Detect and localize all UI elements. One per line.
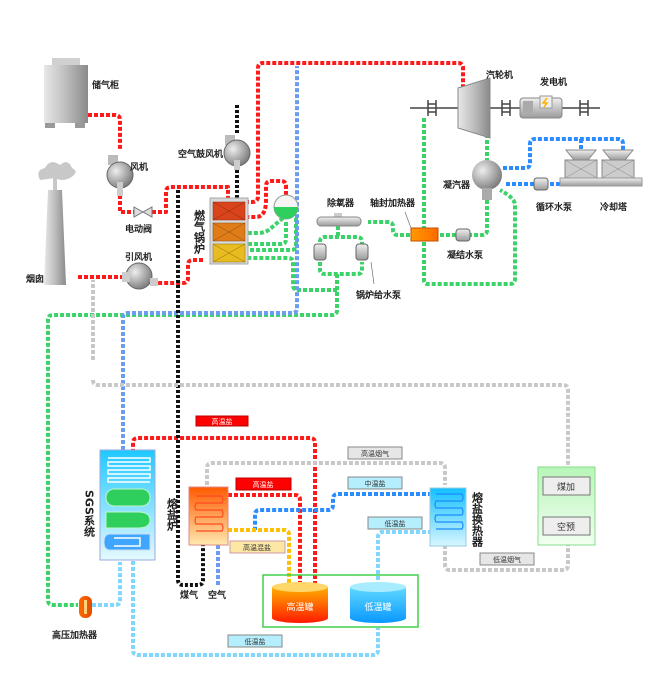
svg-text:低温盐: 低温盐 — [245, 637, 266, 646]
gas-boiler[interactable] — [209, 197, 249, 265]
pipe-high-salt-to-sgs — [131, 436, 317, 585]
cooling-tower[interactable] — [559, 149, 643, 187]
pipe-drum-to-boiler-water — [248, 216, 298, 252]
pipe-pumps-merge — [46, 262, 364, 607]
tag-high-mixed-salt: 高温混盐 — [229, 540, 286, 554]
deaerator[interactable] — [316, 213, 362, 227]
pipe-condenser-to-cooling-tower — [503, 137, 625, 170]
shaft-seal-heater[interactable] — [410, 227, 439, 242]
label-air-preheater: 空预 — [557, 521, 575, 533]
pipe-mid-salt — [253, 492, 432, 530]
label-chimney: 烟囱 — [26, 273, 44, 285]
gas-holder[interactable] — [44, 58, 88, 128]
svg-text:高温盐: 高温盐 — [212, 417, 233, 426]
air-preheater[interactable] — [542, 516, 591, 536]
svg-text:低温烟气: 低温烟气 — [493, 555, 521, 564]
pipe-sgs-steam-to-main — [121, 66, 299, 450]
gas-heater[interactable] — [542, 476, 591, 496]
fan[interactable] — [106, 155, 134, 196]
pipe-hx-to-air-preheater — [443, 540, 570, 572]
pipe-feed-to-boiler — [248, 256, 337, 292]
label-sgs-system: SGS系统 — [83, 490, 96, 538]
label-electric-valve: 电动阀 — [125, 223, 152, 235]
label-feed-pump: 锅炉给水泵 — [355, 289, 402, 301]
label-condensate-pump: 凝结水泵 — [447, 249, 484, 261]
pipe-boiler-to-induced-fan — [156, 258, 203, 285]
pipe-low-salt-to-hx — [376, 530, 432, 580]
label-gas-boiler: 燃气锅炉 — [193, 209, 207, 255]
label-coal-gas: 煤气 — [180, 589, 198, 601]
pipe-boiler-to-turbine-steam — [245, 61, 465, 204]
tag-low-salt-1: 低温盐 — [367, 516, 423, 530]
svg-text:中温盐: 中温盐 — [365, 479, 386, 488]
air-blower[interactable] — [223, 135, 251, 170]
label-shaft-seal-heater: 轴封加热器 — [370, 197, 416, 209]
tag-low-salt-2: 低温盐 — [227, 634, 283, 648]
pipe-sgs-to-low-tank — [131, 555, 380, 657]
label-salt-heat-exchanger: 熔盐换热器 — [471, 491, 485, 548]
chimney — [38, 162, 76, 285]
tag-high-salt-2: 高温盐 — [235, 477, 292, 491]
svg-text:高温盐: 高温盐 — [253, 480, 274, 489]
pipe-deaerator-to-pumps — [318, 226, 364, 260]
label-condenser: 凝汽器 — [443, 179, 471, 191]
condenser[interactable] — [472, 160, 502, 200]
svg-text:高温混盐: 高温混盐 — [243, 543, 271, 552]
electric-valve[interactable] — [133, 206, 153, 218]
salt-furnace[interactable] — [188, 486, 229, 546]
low-temp-tank[interactable] — [350, 582, 406, 623]
tag-high-flue-gas: 高温烟气 — [347, 446, 403, 460]
tag-low-flue-gas: 低温烟气 — [479, 552, 535, 566]
pipe-shaft-heater-to-deaerator — [368, 220, 410, 237]
label-fan: 风机 — [130, 161, 148, 173]
circulating-pump[interactable] — [533, 177, 549, 191]
pipe-flue-to-chimney — [91, 379, 570, 465]
label-gas-holder: 储气柜 — [92, 79, 119, 91]
svg-text:低温盐: 低温盐 — [385, 519, 406, 528]
pipe-high-mixed-salt — [228, 528, 291, 585]
sgs-system[interactable] — [99, 449, 156, 561]
turbine[interactable] — [410, 77, 600, 139]
feed-pump-1[interactable] — [313, 243, 327, 261]
label-air: 空气 — [208, 589, 226, 601]
tag-high-salt-1: 高温盐 — [195, 415, 249, 427]
salt-heat-exchanger[interactable] — [429, 487, 467, 547]
high-temp-tank[interactable] — [272, 582, 328, 623]
label-induced-fan: 引风机 — [125, 251, 152, 263]
pipe-hp-heater-to-sgs — [92, 562, 122, 607]
pipe-furnace-flue — [205, 461, 447, 485]
label-deaerator: 除氧器 — [327, 197, 355, 209]
label-high-temp-tank: 高温罐 — [286, 601, 313, 613]
label-cooling-tower: 冷却塔 — [600, 201, 628, 213]
feed-pump-2[interactable] — [355, 243, 375, 285]
generator[interactable] — [519, 95, 563, 119]
pipe-furnace-to-hot-tank — [228, 493, 302, 585]
storage-area — [262, 574, 419, 628]
steam-drum[interactable] — [273, 194, 299, 220]
pipe-coal-gas-main — [176, 190, 205, 587]
label-air-blower: 空气鼓风机 — [178, 148, 223, 160]
label-gas-heater: 煤加 — [557, 481, 575, 493]
pipe-fan-to-valve-to-boiler — [118, 185, 230, 214]
induced-fan[interactable] — [122, 262, 158, 290]
tag-mid-salt: 中温盐 — [347, 476, 403, 490]
pipe-drum-to-boiler-steam — [246, 179, 288, 219]
hp-heater[interactable] — [79, 596, 92, 618]
label-hp-heater: 高压加热器 — [52, 629, 98, 641]
pipe-shaft-heater-loop — [422, 188, 517, 286]
label-low-temp-tank: 低温罐 — [364, 601, 391, 613]
label-generator: 发电机 — [539, 76, 567, 88]
label-salt-furnace: 熔盐炉 — [166, 497, 179, 532]
label-circulating-pump: 循环水泵 — [536, 201, 573, 213]
condensate-pump[interactable] — [455, 228, 471, 242]
pipe-gas-holder-to-fan — [88, 113, 122, 150]
label-turbine: 汽轮机 — [486, 69, 513, 81]
pipe-condenser-to-condensate-pump — [470, 200, 489, 237]
svg-text:高温烟气: 高温烟气 — [361, 449, 389, 458]
